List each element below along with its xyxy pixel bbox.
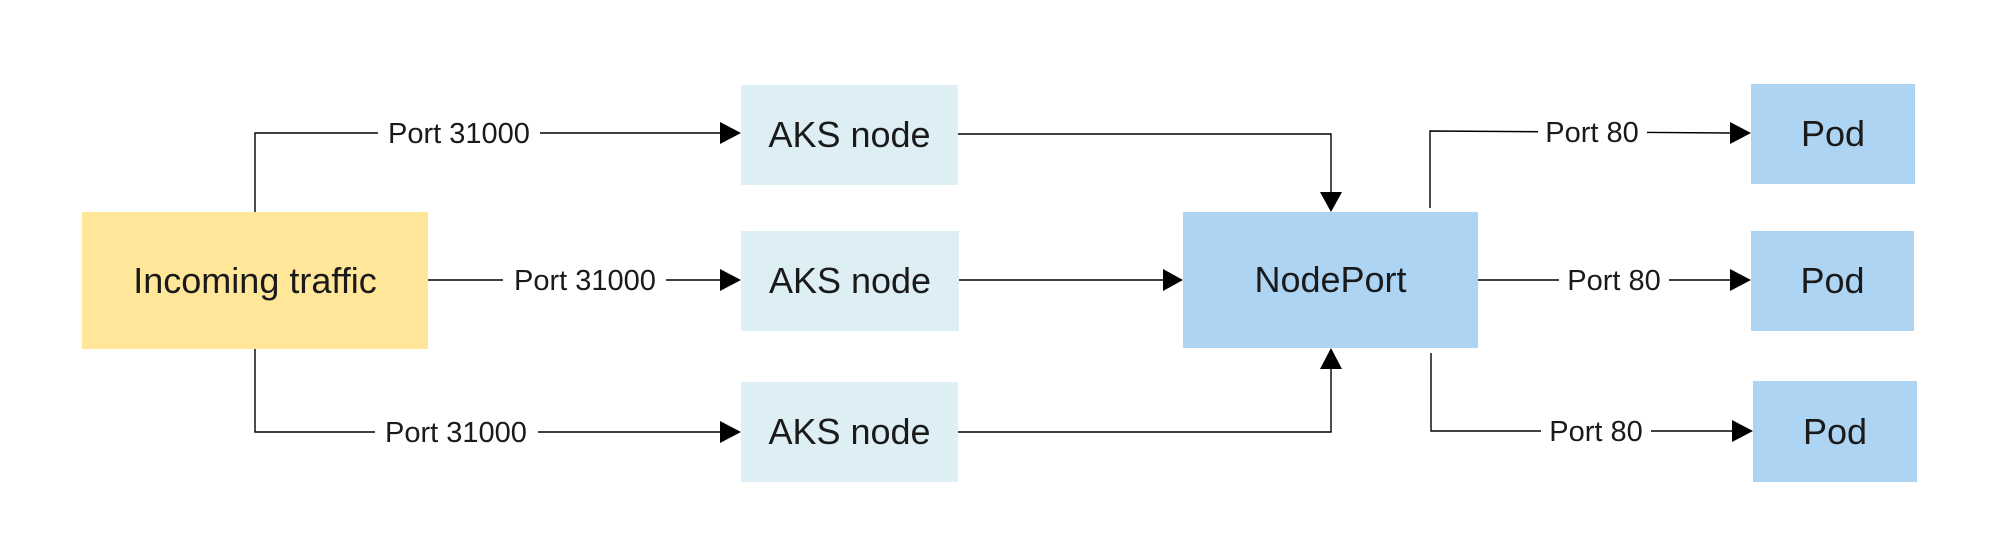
arrowhead-pod-1 xyxy=(1730,122,1751,144)
arrowhead-pod-3 xyxy=(1732,420,1753,442)
arrowhead-pod-2 xyxy=(1730,269,1751,291)
arrowhead-nodeport-top xyxy=(1320,192,1342,212)
arrowhead-aks-1 xyxy=(720,122,741,144)
edge-aks-1-nodeport xyxy=(958,133,1332,192)
edge-label-incoming-aks-2: Port 31000 xyxy=(514,265,656,297)
pod-box-3: Pod xyxy=(1753,381,1917,482)
arrowhead-aks-2 xyxy=(720,269,741,291)
edge-label-nodeport-pod-1: Port 80 xyxy=(1545,117,1639,149)
nodeport-box: NodePort xyxy=(1183,212,1478,348)
aks-node-box-2: AKS node xyxy=(741,231,959,331)
pod-box-2: Pod xyxy=(1751,231,1914,331)
aks-node-box-3: AKS node xyxy=(741,382,958,482)
arrowhead-nodeport-bottom xyxy=(1320,348,1342,369)
edge-incoming-aks-1 xyxy=(254,132,720,212)
incoming-traffic-box: Incoming traffic xyxy=(82,212,428,349)
aks-node-box-1: AKS node xyxy=(741,85,958,185)
arrowhead-aks-3 xyxy=(720,421,741,443)
arrowhead-nodeport-left xyxy=(1163,269,1183,291)
edge-label-nodeport-pod-3: Port 80 xyxy=(1549,416,1643,448)
edge-label-incoming-aks-3: Port 31000 xyxy=(385,417,527,449)
edge-incoming-aks-3 xyxy=(254,349,720,433)
edge-aks-3-nodeport xyxy=(958,369,1332,433)
edge-label-incoming-aks-1: Port 31000 xyxy=(388,118,530,150)
pod-box-1: Pod xyxy=(1751,84,1915,184)
edge-label-nodeport-pod-2: Port 80 xyxy=(1567,265,1661,297)
